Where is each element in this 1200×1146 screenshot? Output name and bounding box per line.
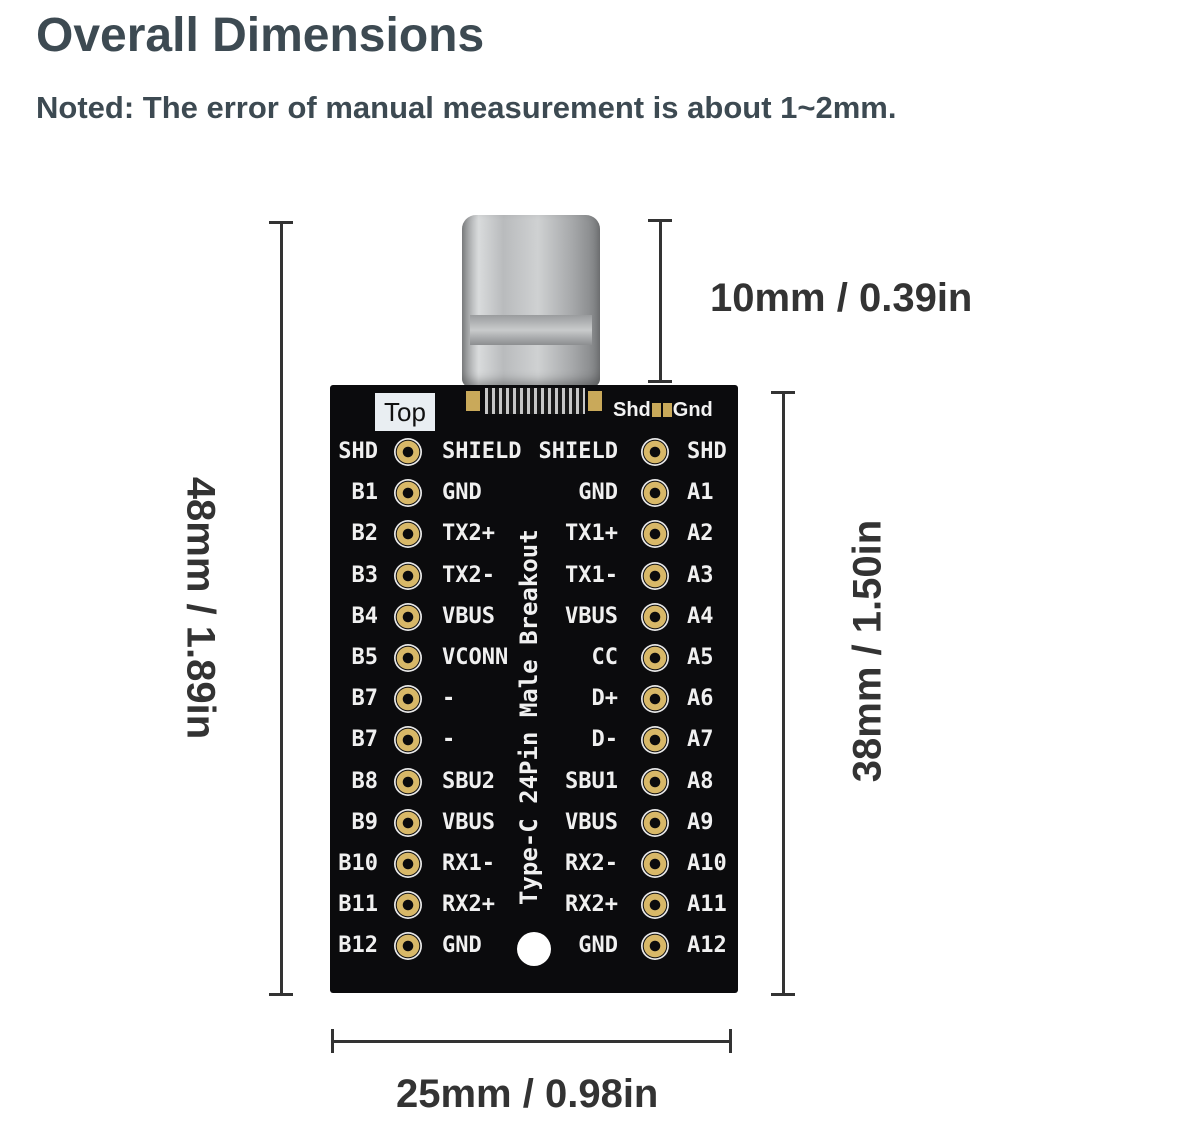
- pin-label-right-inner: VBUS: [565, 603, 618, 629]
- pin-label-right-outer: SHD: [687, 439, 727, 464]
- pin-label-right-outer: A9: [687, 809, 714, 835]
- pin-pad-left: [394, 438, 422, 466]
- pin-pad-right: [641, 561, 669, 590]
- pin-pad-left: [394, 850, 422, 878]
- pin-pad-right: [641, 726, 669, 755]
- pin-label-right-outer: A3: [687, 562, 714, 588]
- pin-label-right-inner: SBU1: [565, 768, 618, 794]
- pin-label-left-inner: TX2+: [442, 521, 495, 547]
- gnd-label: Gnd: [672, 399, 713, 421]
- pin-label-right-inner: GND: [578, 480, 618, 506]
- pin-label-left-inner: GND: [442, 480, 482, 506]
- pin-pad-right: [641, 850, 669, 878]
- pin-pad-right: [641, 808, 669, 837]
- pin-pad-left: [394, 808, 422, 837]
- pin-label-right-inner: RX2+: [565, 892, 618, 918]
- pin-label-right-outer: A2: [687, 521, 714, 547]
- pin-pad-right: [641, 767, 669, 796]
- pin-label-right-inner: TX1+: [565, 521, 618, 547]
- pin-label-right-inner: D+: [591, 686, 619, 712]
- pin-pad-right: [641, 644, 669, 672]
- pin-label-right-outer: A12: [687, 933, 727, 959]
- pin-label-left-outer: B7: [351, 686, 379, 712]
- pin-label-right-inner: TX1-: [565, 562, 618, 588]
- pin-pad-right: [641, 520, 669, 549]
- shd-gnd-jumper: Shd Gnd: [613, 399, 713, 422]
- shd-label: Shd: [613, 399, 651, 421]
- pin-pad-left: [394, 602, 422, 631]
- pin-pad-right: [641, 685, 669, 714]
- pin-pad-left: [394, 561, 422, 590]
- pin-label-left-outer: B1: [351, 480, 379, 506]
- pin-label-left-inner: -: [442, 686, 456, 712]
- pin-label-right-outer: A4: [687, 603, 714, 629]
- pin-label-right-inner: VBUS: [565, 809, 618, 835]
- pin-label-left-outer: B7: [351, 727, 379, 753]
- pin-pad-left: [394, 520, 422, 549]
- connector-length-label: 10mm / 0.39in: [710, 276, 973, 320]
- connector-solder-pins: [485, 388, 585, 414]
- pin-label-left-inner: VBUS: [442, 603, 495, 629]
- pin-pad-left: [394, 767, 422, 796]
- pin-label-left-outer: B9: [351, 809, 379, 835]
- pin-label-right-inner: CC: [591, 645, 619, 670]
- pin-label-left-outer: SHD: [338, 439, 378, 464]
- pin-label-left-inner: SHIELD: [442, 439, 522, 464]
- pin-label-left-outer: B3: [351, 562, 379, 588]
- pin-label-left-inner: TX2-: [442, 562, 495, 588]
- board-name-label: Type-C 24Pin Male Breakout: [515, 529, 543, 905]
- mounting-hole: [517, 932, 551, 966]
- pin-label-left-outer: B11: [338, 892, 378, 918]
- pin-label-right-outer: A7: [687, 727, 714, 753]
- pin-pad-right: [641, 932, 669, 961]
- measurement-note: Noted: The error of manual measurement i…: [36, 90, 897, 125]
- pin-label-left-inner: RX1-: [442, 851, 495, 876]
- pin-pad-left: [394, 726, 422, 755]
- pin-label-right-outer: A11: [687, 892, 727, 918]
- pin-pad-left: [394, 644, 422, 672]
- pin-pad-left: [394, 932, 422, 961]
- top-label: Top: [375, 393, 435, 431]
- mounting-pad-right: [588, 391, 602, 411]
- pin-label-right-inner: SHIELD: [538, 439, 618, 464]
- pin-pad-right: [641, 602, 669, 631]
- usb-c-connector: [462, 215, 600, 387]
- pin-pad-right: [641, 438, 669, 466]
- mounting-pad-left: [466, 391, 480, 411]
- pin-label-left-inner: RX2+: [442, 892, 495, 918]
- pin-label-left-outer: B4: [351, 603, 379, 629]
- pin-label-right-outer: A10: [687, 851, 727, 876]
- width-label: 25mm / 0.98in: [396, 1072, 659, 1116]
- pin-label-left-outer: B12: [338, 933, 378, 959]
- pin-label-right-outer: A1: [687, 480, 714, 506]
- page-title: Overall Dimensions: [36, 9, 485, 62]
- board-height-label: 38mm / 1.50in: [845, 519, 890, 783]
- pin-pad-right: [641, 479, 669, 508]
- pin-pad-left: [394, 891, 422, 920]
- pin-label-left-inner: -: [442, 727, 456, 753]
- pin-label-left-outer: B10: [338, 851, 378, 876]
- pin-pad-right: [641, 891, 669, 920]
- pin-label-right-inner: GND: [578, 933, 618, 959]
- pin-pad-left: [394, 479, 422, 508]
- pin-pad-left: [394, 685, 422, 714]
- pin-label-right-outer: A6: [687, 686, 714, 712]
- pin-label-left-inner: SBU2: [442, 768, 495, 794]
- pin-label-left-outer: B8: [351, 768, 379, 794]
- pin-label-left-outer: B2: [351, 521, 379, 547]
- pin-label-left-inner: VBUS: [442, 809, 495, 835]
- pin-label-right-inner: D-: [591, 727, 619, 753]
- pin-label-left-inner: GND: [442, 933, 482, 959]
- total-height-label: 48mm / 1.89in: [178, 476, 223, 740]
- pin-label-left-inner: VCONN: [442, 645, 509, 670]
- pin-label-right-outer: A8: [687, 768, 714, 794]
- pin-label-left-outer: B5: [351, 645, 379, 670]
- pin-label-right-inner: RX2-: [565, 851, 618, 876]
- pin-label-right-outer: A5: [687, 645, 714, 670]
